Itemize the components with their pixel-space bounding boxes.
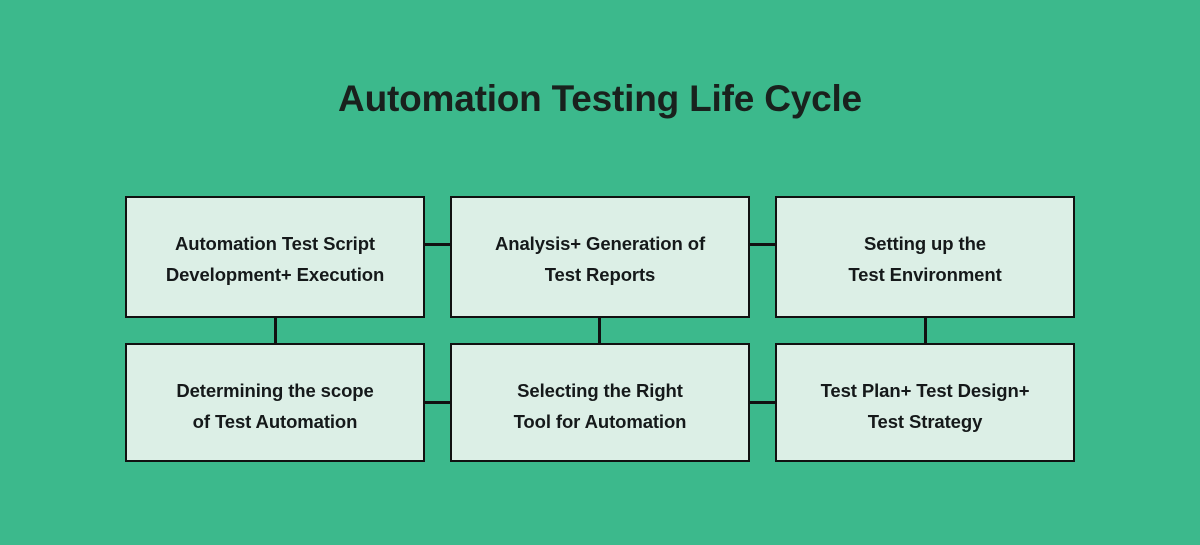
connector-box1-box2 [423,243,452,246]
page-title: Automation Testing Life Cycle [338,78,862,119]
node-label: Determining the scope of Test Automation [176,380,374,432]
node-setting-up-test-environment[interactable]: Setting up the Test Environment [775,196,1075,318]
connector-box5-box6 [748,401,777,404]
node-determining-scope-test-automation[interactable]: Determining the scope of Test Automation [125,343,425,462]
node-analysis-generation-test-reports[interactable]: Analysis+ Generation of Test Reports [450,196,750,318]
connector-box4-box5 [423,401,452,404]
node-label: Automation Test Script Development+ Exec… [165,233,385,285]
connector-box3-box6 [924,316,927,345]
node-label: Analysis+ Generation of Test Reports [495,233,705,285]
node-test-plan-design-strategy[interactable]: Test Plan+ Test Design+ Test Strategy [775,343,1075,462]
connector-box1-box4 [274,316,277,345]
node-label: Selecting the Right Tool for Automation [513,380,687,432]
node-label: Setting up the Test Environment [848,233,1002,285]
node-label: Test Plan+ Test Design+ Test Strategy [820,380,1030,432]
connector-box2-box5 [598,316,601,345]
node-selecting-right-tool[interactable]: Selecting the Right Tool for Automation [450,343,750,462]
connector-box2-box3 [748,243,777,246]
node-automation-test-script[interactable]: Automation Test Script Development+ Exec… [125,196,425,318]
